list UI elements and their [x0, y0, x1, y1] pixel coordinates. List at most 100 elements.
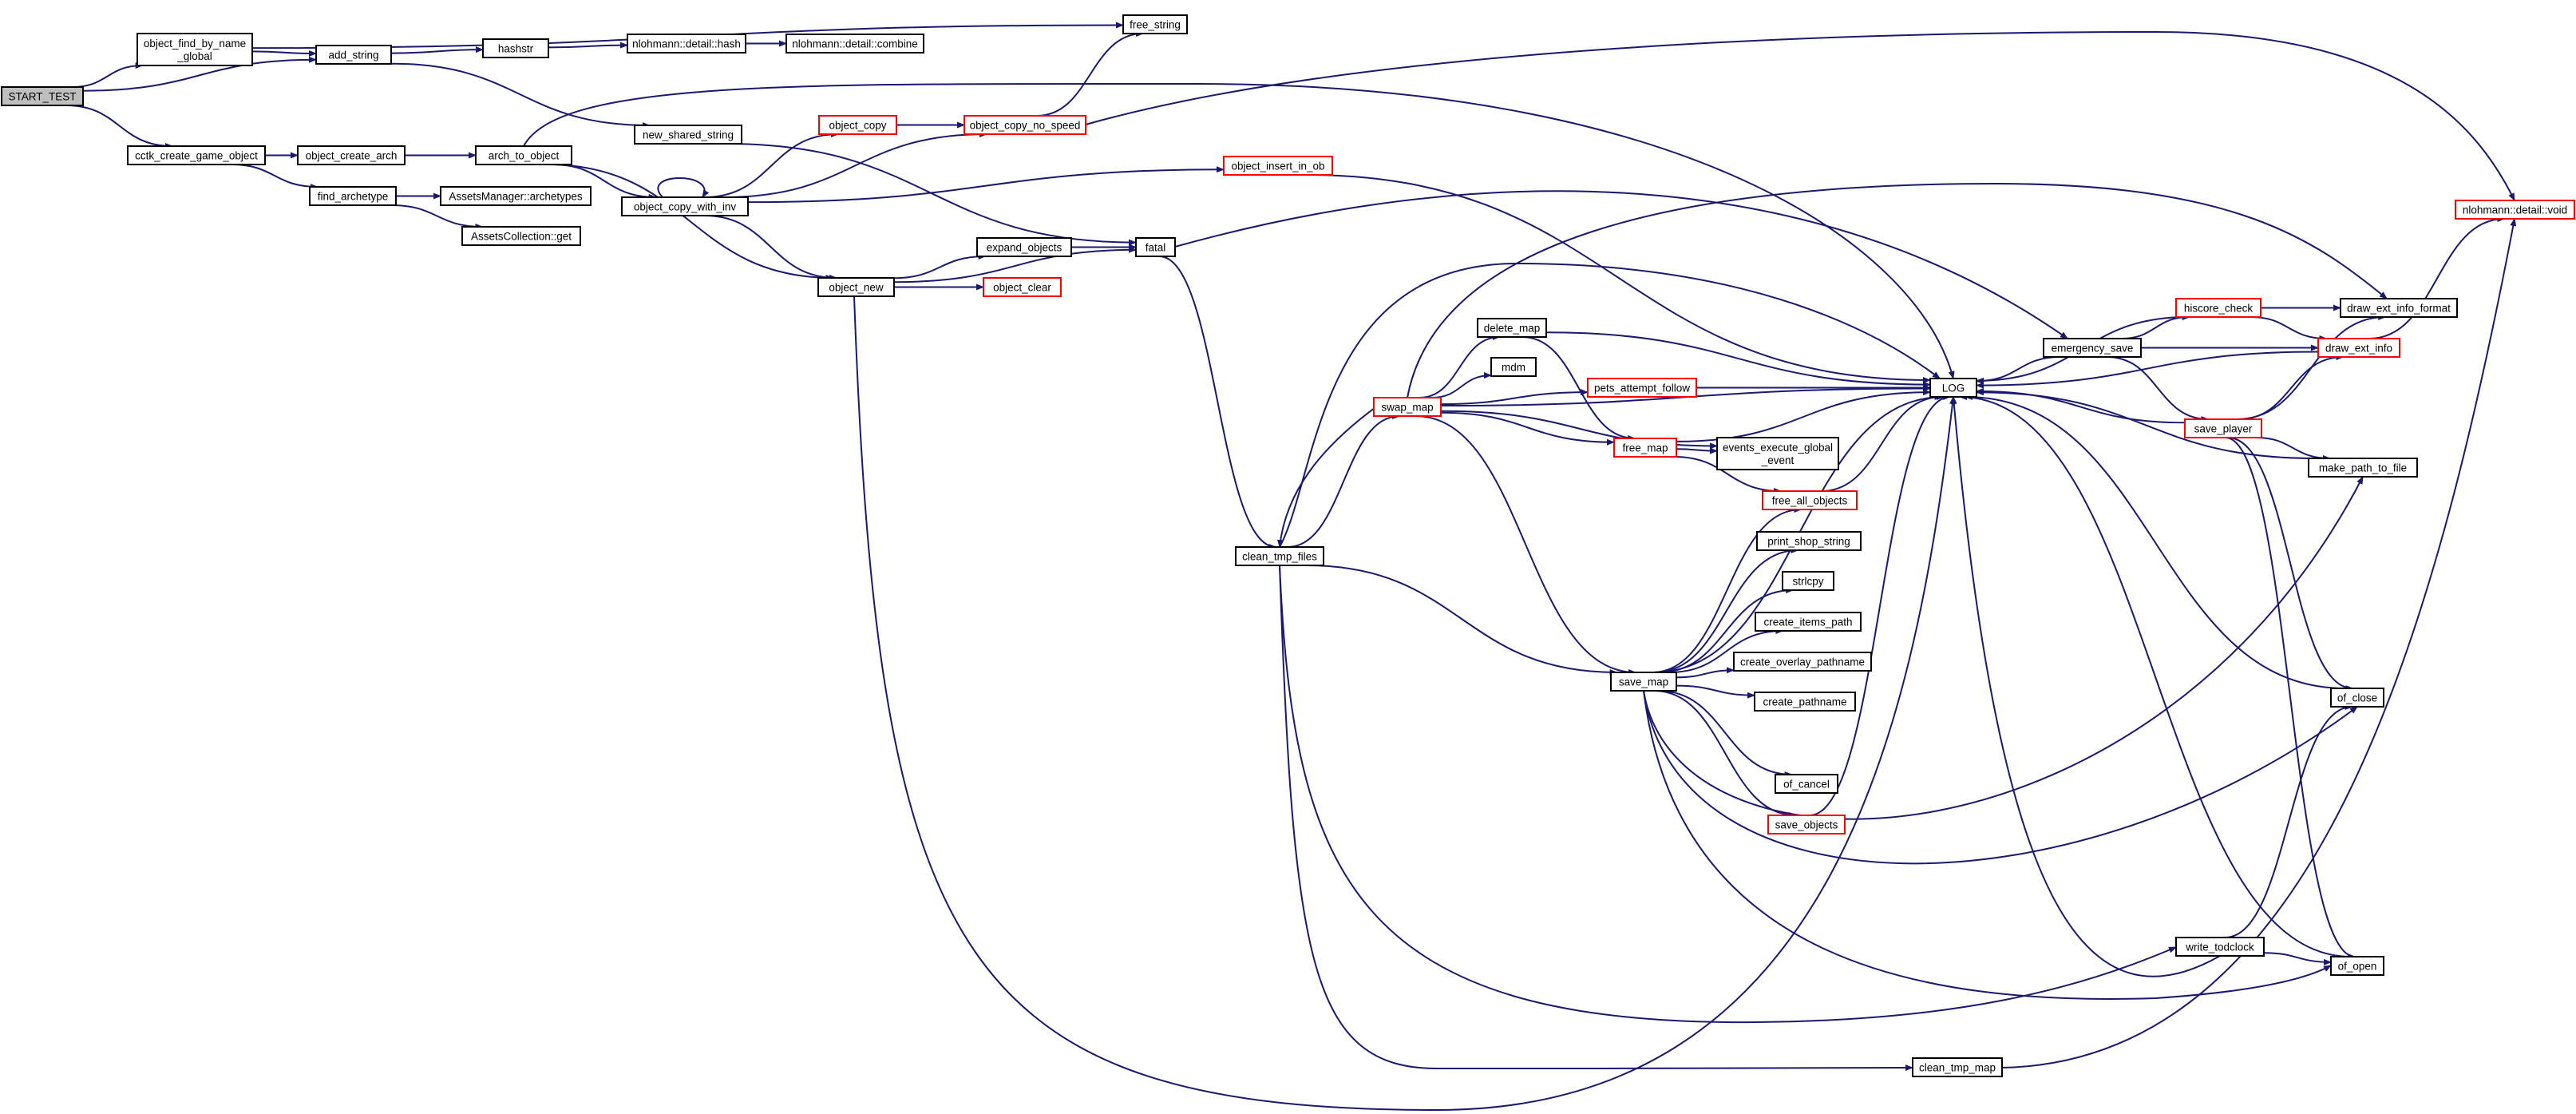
node-mdm[interactable]: mdm — [1490, 357, 1537, 377]
node-assets-manager-archetypes[interactable]: AssetsManager::archetypes — [440, 186, 592, 206]
node-draw-ext-info[interactable]: draw_ext_info — [2317, 338, 2400, 358]
node-box — [983, 277, 1062, 297]
node-draw-ext-info-format[interactable]: draw_ext_info_format — [2340, 298, 2458, 318]
node-label: save_objects — [1775, 819, 1838, 831]
node-object-copy-with-inv[interactable]: object_copy_with_inv — [621, 196, 749, 216]
node-strlcpy[interactable]: strlcpy — [1782, 571, 1834, 591]
node-free-string[interactable]: free_string — [1122, 14, 1188, 34]
edge-save_map-to-create_overlay_pathname — [1676, 667, 1735, 679]
node-box — [297, 145, 406, 165]
node-assets-collection-get[interactable]: AssetsCollection::get — [461, 226, 581, 246]
node-create-overlay-pathname[interactable]: create_overlay_pathname — [1733, 652, 1872, 672]
edge-save_map-to-make_path_to_file — [1643, 476, 2364, 820]
node-write-todclock[interactable]: write_todclock — [2175, 937, 2265, 957]
edge-free_map-to-log — [1676, 389, 1931, 442]
node-create-items-path[interactable]: create_items_path — [1755, 612, 1862, 632]
node-cctk-create-game-object[interactable]: cctk_create_game_object — [127, 145, 266, 165]
node-free-map[interactable]: free_map — [1613, 438, 1677, 458]
node-start-test[interactable]: START_TEST — [1, 86, 84, 106]
node-nlohmann-void[interactable]: nlohmann::detail::void — [2455, 200, 2575, 220]
edge-start_test-to-add_string — [82, 56, 317, 92]
node-clean-tmp-files[interactable]: clean_tmp_files — [1235, 546, 1324, 566]
node-box — [1716, 437, 1839, 470]
edge-swap_map-to-draw_ext_info_format — [1407, 182, 2388, 398]
node-object-find-by-name-global[interactable]: object_find_by_name_global — [137, 33, 253, 66]
edge-of_close-to-log — [1965, 394, 2346, 689]
node-find-archetype[interactable]: find_archetype — [309, 186, 397, 206]
node-box — [2043, 338, 2142, 358]
node-object-clear[interactable]: object_clear — [983, 277, 1062, 297]
node-label: draw_ext_info_format — [2347, 303, 2451, 315]
node-label: delete_map — [1484, 323, 1541, 335]
node-swap-map[interactable]: swap_map — [1373, 397, 1442, 417]
node-events-execute-global-event[interactable]: events_execute_global_event — [1716, 437, 1839, 470]
edge-save_map-to-of_cancel — [1658, 690, 1793, 778]
edge-emergency_save-to-hiscore_check — [2121, 314, 2190, 339]
node-object-create-arch[interactable]: object_create_arch — [297, 145, 406, 165]
edge-object_insert_in_ob-to-log — [1305, 174, 1931, 383]
node-of-close[interactable]: of_close — [2330, 688, 2384, 708]
node-label: events_execute_global — [1723, 442, 1833, 454]
edge-add_string-to-hashstr — [390, 46, 484, 54]
edge-save_map-to-of_open — [1643, 690, 2332, 1001]
edge-save_player-to-draw_ext_info — [2238, 354, 2345, 420]
edge-draw_ext_info-to-nlohmann_void — [2368, 216, 2506, 339]
node-new-shared-string[interactable]: new_shared_string — [634, 125, 742, 145]
node-object-copy-no-speed[interactable]: object_copy_no_speed — [964, 115, 1086, 135]
node-object-insert-in-ob[interactable]: object_insert_in_ob — [1223, 156, 1333, 176]
node-box — [2175, 298, 2261, 318]
node-label: object_copy_no_speed — [970, 120, 1081, 132]
edge-free_map-to-events_execute_global_event — [1676, 447, 1718, 454]
node-save-objects[interactable]: save_objects — [1767, 815, 1846, 835]
node-label: AssetsManager::archetypes — [449, 191, 583, 203]
node-label: of_cancel — [1783, 779, 1830, 791]
node-box — [1490, 357, 1537, 377]
node-hiscore-check[interactable]: hiscore_check — [2175, 298, 2261, 318]
edge-object_new-to-expand_objects — [893, 253, 987, 279]
node-make-path-to-file[interactable]: make_path_to_file — [2308, 458, 2418, 478]
edge-delete_map-to-log — [1545, 331, 1931, 388]
edge-start_test-to-object_find_by_name_global — [72, 62, 144, 88]
node-log[interactable]: LOG — [1929, 378, 1977, 398]
node-label: free_all_objects — [1772, 495, 1848, 507]
node-arch-to-object[interactable]: arch_to_object — [475, 145, 572, 165]
node-expand-objects[interactable]: expand_objects — [976, 237, 1072, 257]
node-save-player[interactable]: save_player — [2184, 418, 2262, 438]
node-label: clean_tmp_map — [1919, 1062, 1996, 1074]
node-box — [964, 115, 1086, 135]
node-emergency-save[interactable]: emergency_save — [2043, 338, 2142, 358]
node-box — [482, 38, 549, 58]
node-clean-tmp-map[interactable]: clean_tmp_map — [1912, 1057, 2003, 1077]
node-object-new[interactable]: object_new — [817, 277, 895, 297]
node-fatal[interactable]: fatal — [1135, 237, 1176, 257]
edge-save_map-to-create_pathname — [1676, 684, 1755, 699]
node-delete-map[interactable]: delete_map — [1477, 318, 1547, 338]
edge-save_map-to-print_shop_string — [1654, 547, 1799, 673]
node-pets-attempt-follow[interactable]: pets_attempt_follow — [1587, 378, 1697, 398]
node-create-pathname[interactable]: create_pathname — [1754, 692, 1856, 712]
node-object-copy[interactable]: object_copy — [818, 115, 897, 135]
edge-clean_tmp_files-to-save_map — [1306, 565, 1618, 676]
node-label: clean_tmp_files — [1242, 551, 1317, 563]
edge-free_all_objects-to-log — [1821, 394, 1943, 492]
node-hashstr[interactable]: hashstr — [482, 38, 549, 58]
node-save-map[interactable]: save_map — [1610, 672, 1677, 692]
node-of-cancel[interactable]: of_cancel — [1775, 774, 1838, 794]
node-label: object_find_by_name — [144, 38, 246, 50]
node-label: of_open — [2338, 961, 2377, 973]
edge-swap_map-to-clean_tmp_files — [1276, 397, 1390, 548]
node-free-all-objects[interactable]: free_all_objects — [1762, 490, 1858, 510]
node-box — [1756, 531, 1862, 551]
node-label: draw_ext_info — [2325, 343, 2392, 355]
node-label: create_pathname — [1763, 696, 1846, 708]
node-box — [1733, 652, 1872, 672]
node-nlohmann-combine[interactable]: nlohmann::detail::combine — [785, 34, 924, 54]
edge-swap_map-to-delete_map — [1419, 334, 1501, 398]
node-label: add_string — [328, 50, 378, 61]
edge-cctk_create_game_object-to-find_archetype — [231, 164, 319, 190]
node-add-string[interactable]: add_string — [315, 45, 392, 65]
node-box — [2455, 200, 2575, 220]
node-print-shop-string[interactable]: print_shop_string — [1756, 531, 1862, 551]
node-of-open[interactable]: of_open — [2330, 956, 2384, 976]
node-nlohmann-hash[interactable]: nlohmann::detail::hash — [627, 34, 746, 54]
